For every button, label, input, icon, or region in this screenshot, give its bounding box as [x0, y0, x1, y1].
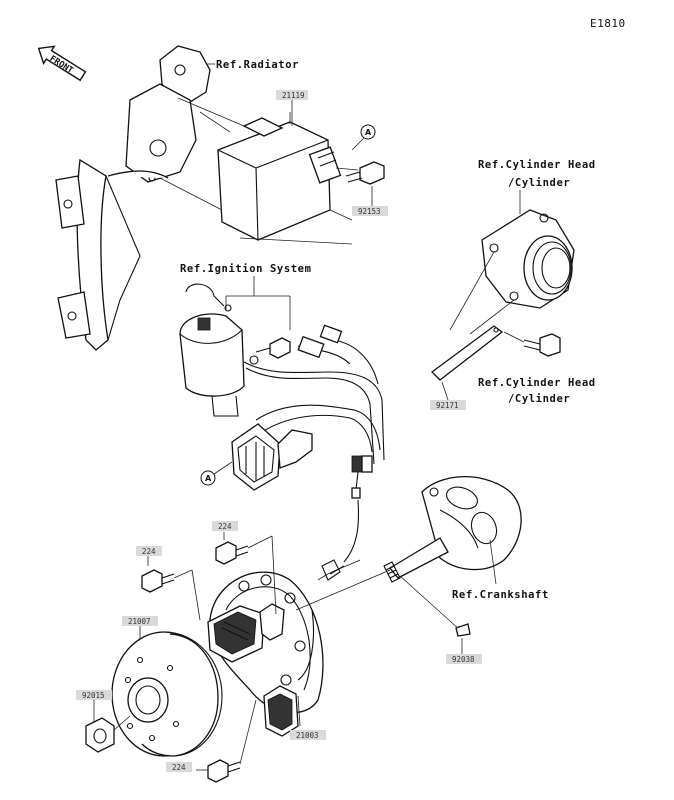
ref-cylinder-head-1-line1: Ref.Cylinder Head: [478, 159, 596, 171]
stator-bolt-bottom: [207, 759, 241, 783]
ref-crankshaft-label: Ref.Crankshaft: [452, 589, 549, 601]
woodruff-key: [455, 623, 471, 637]
cylinder-bolt: [523, 333, 561, 357]
multi-pin-connector: [231, 423, 313, 491]
bracket-plate: [431, 325, 504, 381]
part-number-92153: 92153: [358, 207, 381, 216]
ref-ignition-system-label: Ref.Ignition System: [180, 263, 312, 275]
part-number-92038: 92038: [452, 655, 475, 664]
coil-bolt: [249, 337, 291, 365]
ref-cylinder-head-1-line2: /Cylinder: [508, 177, 570, 189]
part-tag-21119: [276, 90, 308, 100]
part-number-224-bottom: 224: [172, 763, 186, 772]
stator-bolt-left: [141, 569, 175, 593]
callout-a-top: [360, 124, 376, 140]
part-number-92015: 92015: [82, 691, 105, 700]
diagram-code: E1810: [590, 17, 626, 30]
part-tag-92038: [446, 654, 482, 664]
ref-cylinder-head-2-line2: /Cylinder: [508, 393, 570, 405]
callout-a-bottom-letter: A: [205, 474, 212, 483]
ignition-coil: [179, 283, 245, 417]
part-tag-224-left: [136, 546, 162, 556]
stator-bolt-top: [215, 541, 249, 565]
part-number-21003: 21003: [296, 731, 319, 740]
callout-a-bottom: [200, 470, 216, 486]
ref-radiator-label: Ref.Radiator: [216, 59, 299, 71]
wire-harness: [243, 324, 385, 499]
callout-a-top-letter: A: [365, 128, 372, 137]
stator-plate: [207, 571, 324, 737]
flywheel-nut: [85, 717, 115, 753]
part-number-224-left: 224: [142, 547, 156, 556]
flywheel: [111, 631, 223, 757]
frame-bracket: [55, 45, 211, 351]
part-tag-92015: [76, 690, 112, 700]
part-number-224-top: 224: [218, 522, 232, 531]
part-tag-224-top: [212, 521, 238, 531]
part-tag-21003: [290, 730, 326, 740]
part-tag-21007: [122, 616, 158, 626]
part-number-92171: 92171: [436, 401, 459, 410]
part-tag-224-bottom: [166, 762, 192, 772]
part-tag-92153: [352, 206, 388, 216]
part-tag-92171: [430, 400, 466, 410]
part-number-21119: 21119: [282, 91, 305, 100]
part-number-21007: 21007: [128, 617, 151, 626]
cylinder-head-flange: [481, 209, 575, 309]
crankshaft: [383, 476, 522, 583]
cdi-unit: [217, 117, 342, 241]
ref-cylinder-head-2-line1: Ref.Cylinder Head: [478, 377, 596, 389]
cdi-bolt: [345, 161, 385, 185]
front-arrow-icon: FRONT: [37, 45, 87, 82]
